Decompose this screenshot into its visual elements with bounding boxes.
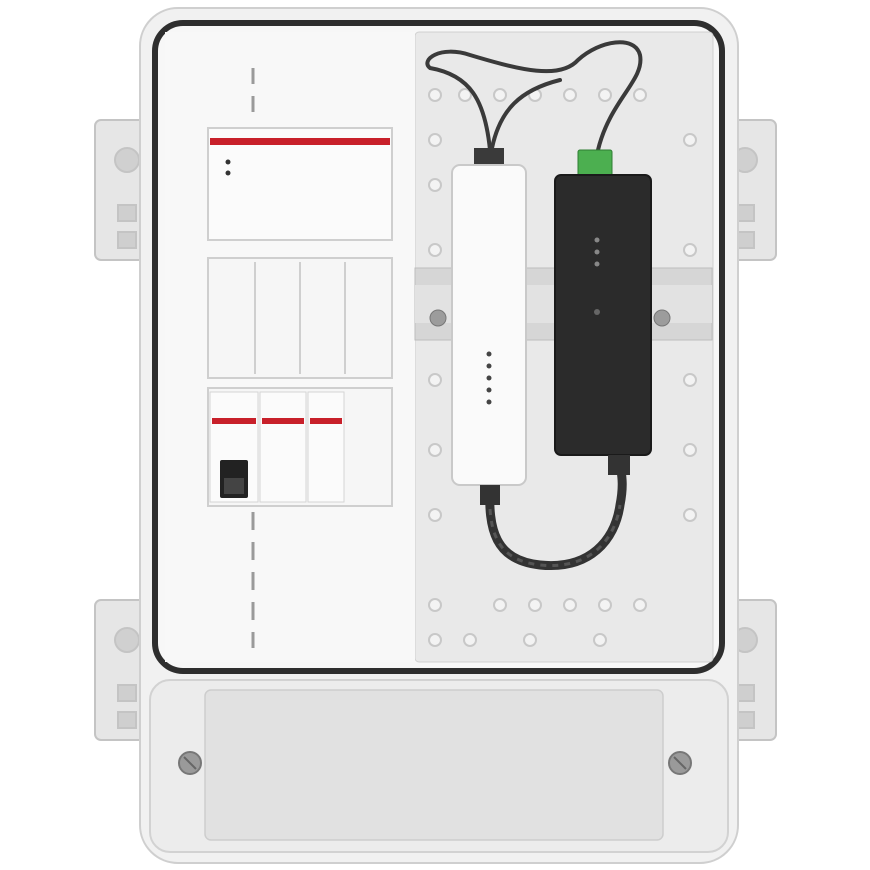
mounting-holes (428, 88, 697, 647)
screw-icon (668, 751, 692, 775)
lid-recess (204, 689, 664, 841)
screw-icon (178, 751, 202, 775)
cable (425, 40, 643, 152)
circuit-breaker-bottom (207, 387, 393, 507)
circuit-breaker-top (207, 127, 393, 241)
cable (488, 484, 622, 568)
white-module (451, 148, 527, 505)
green-connector (577, 149, 613, 179)
terminal-block (207, 257, 393, 379)
black-module (554, 149, 652, 475)
